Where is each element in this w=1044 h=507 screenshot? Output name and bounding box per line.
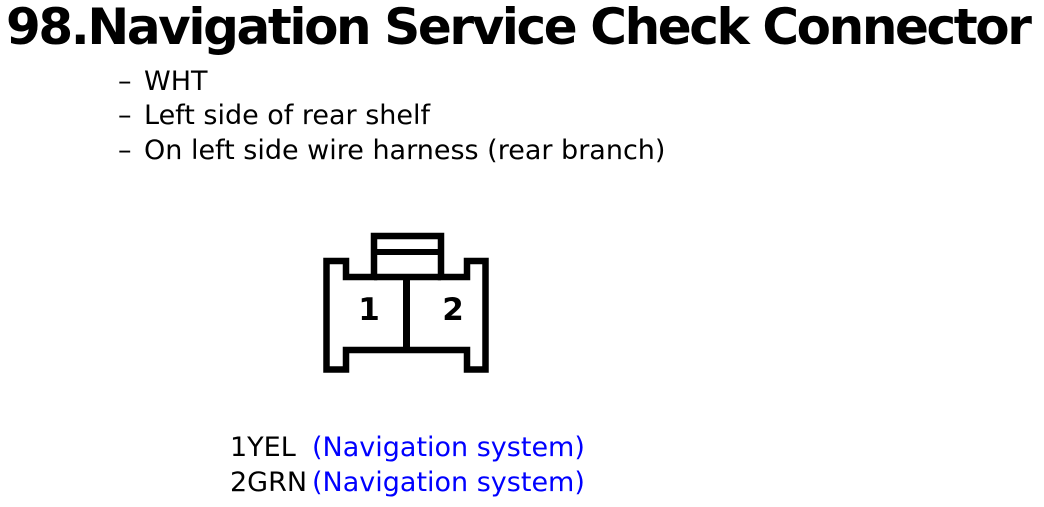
note-text: On left side wire harness (rear branch) [144, 134, 666, 166]
note-dash: – [118, 66, 132, 97]
connector-diagram: 1 2 [300, 222, 520, 387]
pin-system: (Navigation system) [312, 467, 585, 498]
connector-drawing: 1 2 [323, 232, 489, 373]
page-title: 98.Navigation Service Check Connector [6, 0, 1032, 56]
pin-row: 2GRN(Navigation system) [230, 465, 585, 500]
pin-code: 2GRN [230, 467, 308, 498]
note-text: WHT [144, 66, 208, 97]
pin-code: 1YEL [230, 432, 296, 463]
pin-assignment-list: 1YEL (Navigation system) 2GRN(Navigation … [230, 430, 585, 500]
note-item: – Left side of rear shelf [118, 99, 665, 133]
note-text: Left side of rear shelf [144, 100, 431, 132]
pin-1-label: 1 [358, 292, 380, 328]
note-item: – On left side wire harness (rear branch… [118, 134, 665, 168]
note-item: – WHT [118, 65, 665, 99]
connector-notes-list: – WHT – Left side of rear shelf – On lef… [118, 65, 665, 168]
note-dash: – [118, 100, 132, 132]
note-dash: – [118, 134, 132, 166]
pin-system: (Navigation system) [312, 432, 585, 463]
pin-row: 1YEL (Navigation system) [230, 430, 585, 465]
pin-2-label: 2 [442, 292, 464, 328]
